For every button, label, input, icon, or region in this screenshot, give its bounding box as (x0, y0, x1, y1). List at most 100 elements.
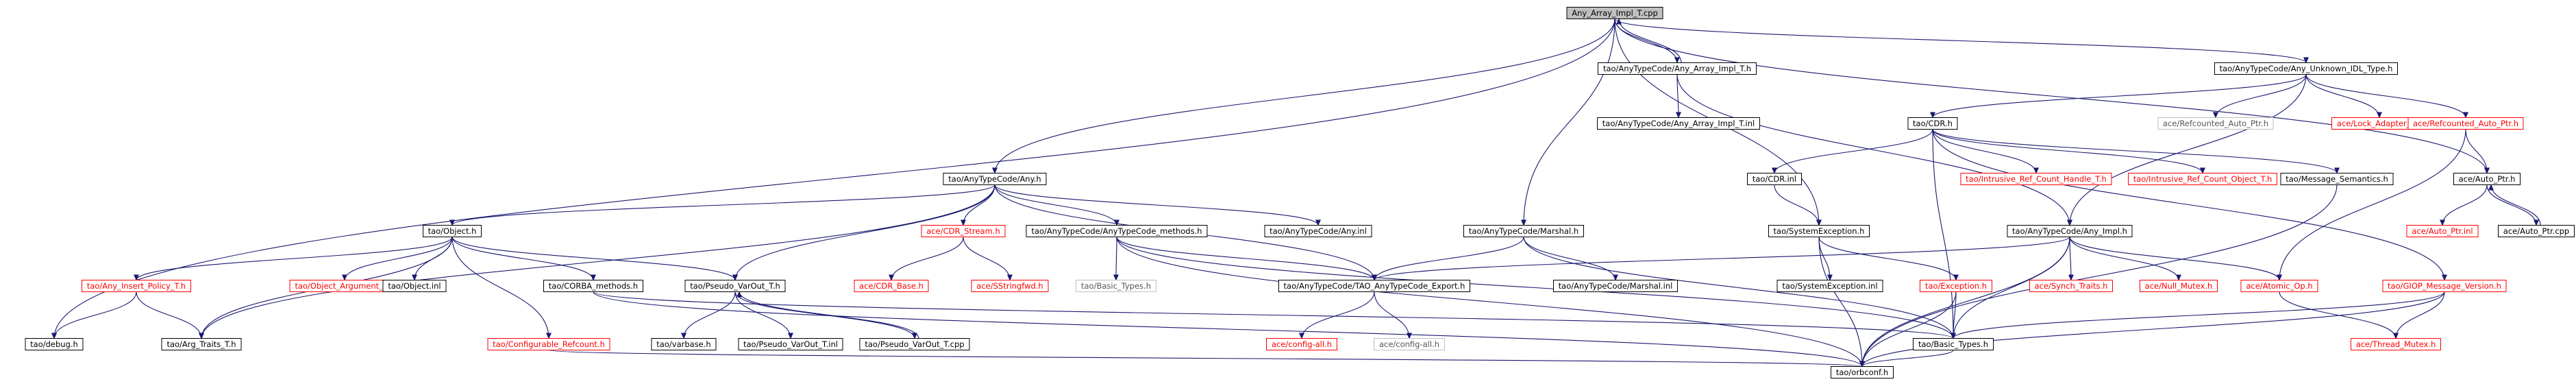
edge-cdrstream-to-sstr (963, 237, 1013, 281)
node-label: tao/Basic_Types.h (1081, 281, 1151, 291)
node-nullmutex[interactable]: ace/Null_Mutex.h (2140, 280, 2218, 292)
node-atomic[interactable]: ace/Atomic_Op.h (2240, 280, 2318, 292)
edge-atcmethods-to-export (1116, 237, 1377, 281)
edge-root-to-aai (1614, 19, 1680, 64)
node-pvo[interactable]: tao/Pseudo_VarOut_T.h (684, 280, 786, 292)
node-cdrinl[interactable]: tao/CDR.inl (1747, 173, 1802, 185)
node-sstr[interactable]: ace/SStringfwd.h (971, 280, 1049, 292)
node-box (1374, 338, 1445, 350)
node-box (971, 280, 1049, 292)
edge-corbam-to-basictypes (593, 291, 1956, 339)
node-exception[interactable]: tao/Exception.h (1920, 280, 1992, 292)
node-unknown[interactable]: tao/AnyTypeCode/Any_Unknown_IDL_Type.h (2214, 62, 2398, 75)
node-label: tao/Object.inl (388, 281, 441, 291)
node-irco[interactable]: tao/Intrusive_Ref_Count_Object_T.h (2128, 173, 2277, 185)
node-cdrbase[interactable]: ace/CDR_Base.h (854, 280, 929, 292)
edge-autocpp-to-autoptr (2488, 184, 2541, 226)
node-root[interactable]: Any_Array_Impl_T.cpp (1566, 7, 1663, 19)
node-box (2214, 62, 2398, 75)
edge-unknown-to-lockad (2305, 74, 2382, 119)
node-marshalinl[interactable]: tao/AnyTypeCode/Marshal.inl (1553, 280, 1678, 292)
node-sysexcinl[interactable]: tao/SystemException.inl (1776, 280, 1883, 292)
edge-root-to-any (992, 19, 1615, 174)
node-pvoinl[interactable]: tao/Pseudo_VarOut_T.inl (738, 338, 843, 350)
node-giop[interactable]: tao/GIOP_Message_Version.h (2382, 280, 2507, 292)
edge-rcap2-to-atomic (2277, 129, 2466, 281)
node-argtraits[interactable]: tao/Arg_Traits_T.h (161, 338, 242, 350)
node-rcap[interactable]: ace/Refcounted_Auto_Ptr.h (2157, 117, 2274, 130)
node-object[interactable]: tao/Object.h (423, 225, 482, 237)
node-box (2157, 117, 2274, 130)
node-threadmutex[interactable]: ace/Thread_Mutex.h (2351, 338, 2441, 350)
node-aai[interactable]: tao/AnyTypeCode/Any_Array_Impl_T.h (1598, 62, 1757, 75)
edge-cdrinl-to-sysexc (1774, 184, 1822, 226)
node-label: tao/Intrusive_Ref_Count_Object_T.h (2133, 174, 2272, 184)
node-label: ace/config-all.h (1379, 339, 1439, 349)
node-box (1960, 173, 2112, 185)
node-marshal[interactable]: tao/AnyTypeCode/Marshal.h (1463, 225, 1584, 237)
node-any[interactable]: tao/AnyTypeCode/Any.h (943, 173, 1047, 185)
edge-unknown-to-anyimpl (2067, 74, 2307, 226)
node-box (2498, 225, 2575, 237)
edge-export-to-configall-red (1299, 291, 1375, 339)
node-label: ace/CDR_Base.h (859, 281, 924, 291)
node-box (1264, 225, 1372, 237)
node-irch[interactable]: tao/Intrusive_Ref_Count_Handle_T.h (1960, 173, 2112, 185)
edge-giop-to-threadmutex (2393, 291, 2445, 339)
node-box (1076, 280, 1156, 292)
node-layer: Any_Array_Impl_T.cpp tao/debug.h tao/AnyTy… (25, 7, 2575, 379)
node-label: ace/Auto_Ptr.h (2459, 174, 2516, 184)
node-anyinl[interactable]: tao/AnyTypeCode/Any.inl (1264, 225, 1372, 237)
node-aainl[interactable]: tao/AnyTypeCode/Any_Array_Impl_T.inl (1597, 117, 1760, 130)
node-box (487, 338, 610, 350)
node-anyimpl[interactable]: tao/AnyTypeCode/Any_Impl.h (2007, 225, 2133, 237)
edge-anyimpl-to-orbconf (1859, 237, 2070, 368)
node-confref[interactable]: tao/Configurable_Refcount.h (487, 338, 610, 350)
node-autoptr[interactable]: ace/Auto_Ptr.h (2453, 173, 2521, 185)
node-cdrstream[interactable]: ace/CDR_Stream.h (921, 225, 1006, 237)
edge-root-to-unknown (1614, 19, 2309, 64)
node-msgsem[interactable]: tao/Message_Semantics.h (2280, 173, 2394, 185)
node-objarg[interactable]: tao/Object_Argument_T.h (289, 280, 400, 292)
node-pvocpp[interactable]: tao/Pseudo_VarOut_T.cpp (859, 338, 970, 350)
node-label: tao/Message_Semantics.h (2286, 174, 2388, 184)
node-basictypes[interactable]: tao/Basic_Types.h (1913, 338, 1994, 350)
edge-autoptr-to-autocpp (2486, 184, 2539, 226)
node-varbase[interactable]: tao/varbase.h (651, 338, 717, 350)
node-objinl[interactable]: tao/Object.inl (382, 280, 447, 292)
edge-any-to-object (449, 184, 995, 226)
edge-any-to-atcmethods (994, 184, 1119, 226)
node-rcap2[interactable]: ace/Refcounted_Auto_Ptr.h (2407, 117, 2524, 130)
node-label: tao/varbase.h (656, 339, 710, 349)
node-box (1597, 117, 1760, 130)
edge-cdr-to-cdrinl (1772, 129, 1933, 174)
node-orbconf[interactable]: tao/orbconf.h (1831, 366, 1894, 379)
node-synch[interactable]: ace/Synch_Traits.h (2029, 280, 2113, 292)
node-sysexc[interactable]: tao/SystemException.h (1768, 225, 1870, 237)
node-export[interactable]: tao/AnyTypeCode/TAO_AnyTypeCode_Export.h (1278, 280, 1470, 292)
edge-anyimpl-to-synch (2068, 237, 2074, 281)
node-box (1566, 7, 1663, 19)
edge-atcmethods-to-orbconf (1116, 237, 1865, 368)
edge-exception-to-orbconf (1859, 291, 1957, 368)
node-debug[interactable]: tao/debug.h (25, 338, 84, 350)
node-box (1768, 225, 1870, 237)
node-basictypes-gray[interactable]: tao/Basic_Types.h (1076, 280, 1156, 292)
edge-basictypes-to-orbconf (1859, 349, 1954, 368)
node-aip[interactable]: tao/Any_Insert_Policy_T.h (82, 280, 191, 292)
node-label: tao/CDR.inl (1753, 174, 1796, 184)
edge-aai-to-root (1616, 18, 1682, 63)
node-configall-gray[interactable]: ace/config-all.h (1374, 338, 1445, 350)
node-autocpp[interactable]: ace/Auto_Ptr.cpp (2498, 225, 2575, 237)
node-configall-red[interactable]: ace/config-all.h (1266, 338, 1337, 350)
edge-marshal-to-marshalinl (1523, 237, 1618, 281)
node-corbam[interactable]: tao/CORBA_methods.h (543, 280, 643, 292)
edge-object-to-objarg (342, 237, 453, 281)
node-label: Any_Array_Impl_T.cpp (1572, 8, 1658, 18)
node-autoinl[interactable]: ace/Auto_Ptr.inl (2406, 225, 2479, 237)
node-label: tao/AnyTypeCode/Any.h (948, 174, 1041, 184)
node-box (2240, 280, 2318, 292)
node-atcmethods[interactable]: tao/AnyTypeCode/AnyTypeCode_methods.h (1026, 225, 1208, 237)
node-cdr[interactable]: tao/CDR.h (1907, 117, 1958, 130)
edge-cdr-to-msgsem (1932, 129, 2340, 174)
